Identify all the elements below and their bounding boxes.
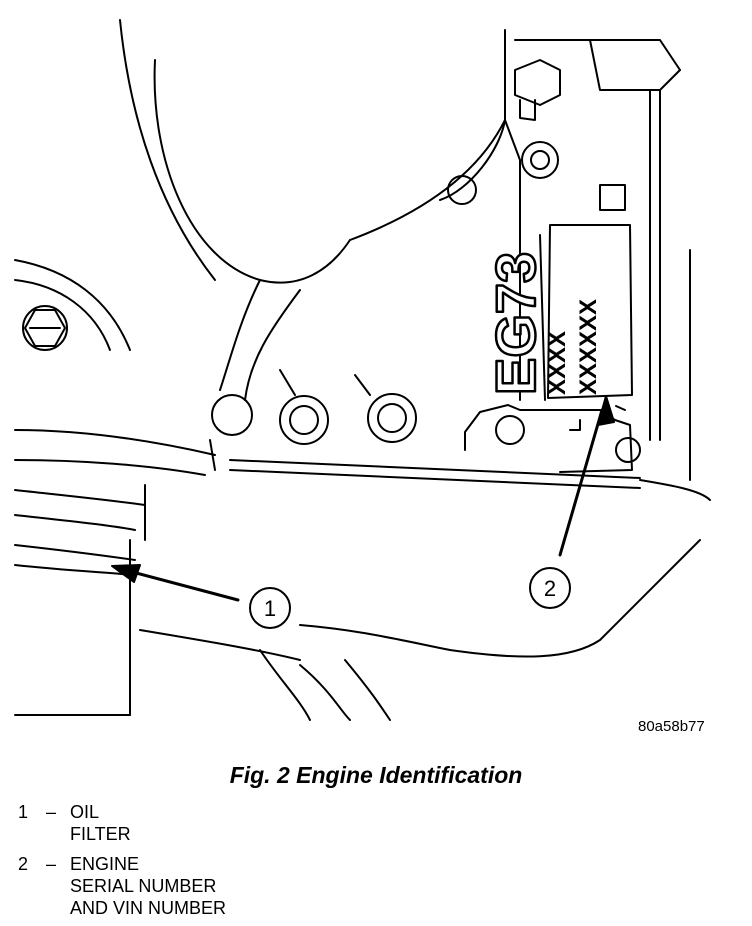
legend-text-line: AND VIN NUMBER	[70, 898, 227, 918]
bolt	[514, 59, 626, 211]
legend-number: 2	[18, 854, 29, 874]
legend-text-line: OIL	[70, 802, 100, 822]
callout-1-label: 1	[264, 596, 276, 621]
legend-dash: –	[46, 802, 57, 822]
oil-filter	[14, 429, 216, 716]
callout-1-circle	[249, 587, 291, 629]
legend-number: 1	[18, 802, 29, 822]
id-label-line1: XXXX	[544, 331, 571, 395]
figure-caption: Fig. 2 Engine Identification	[229, 762, 523, 788]
callout-arrows	[111, 395, 615, 602]
legend-dash: –	[46, 854, 57, 874]
mounting-bosses	[211, 175, 477, 445]
legend-item-engine-serial: 2 – ENGINE SERIAL NUMBER AND VIN NUMBER	[0, 852, 752, 924]
id-label-plate	[539, 224, 633, 401]
legend-text-line: SERIAL NUMBER	[70, 876, 217, 896]
pulley	[14, 259, 131, 351]
figure-code: 80a58b77	[638, 718, 705, 735]
callout-2-circle	[529, 567, 571, 609]
engine-block	[119, 19, 711, 721]
legend-text-line: ENGINE	[70, 854, 140, 874]
engine-illustration: EG73 XXXX XXXXXX 1 2	[14, 19, 711, 721]
id-label-line2: XXXXXX	[575, 299, 602, 395]
bracket	[464, 404, 641, 473]
legend-item-oil-filter: 1 – OIL FILTER	[0, 800, 752, 850]
legend-text-line: FILTER	[70, 824, 131, 844]
engine-stamp: EG73	[484, 252, 547, 395]
callout-2-label: 2	[544, 576, 556, 601]
